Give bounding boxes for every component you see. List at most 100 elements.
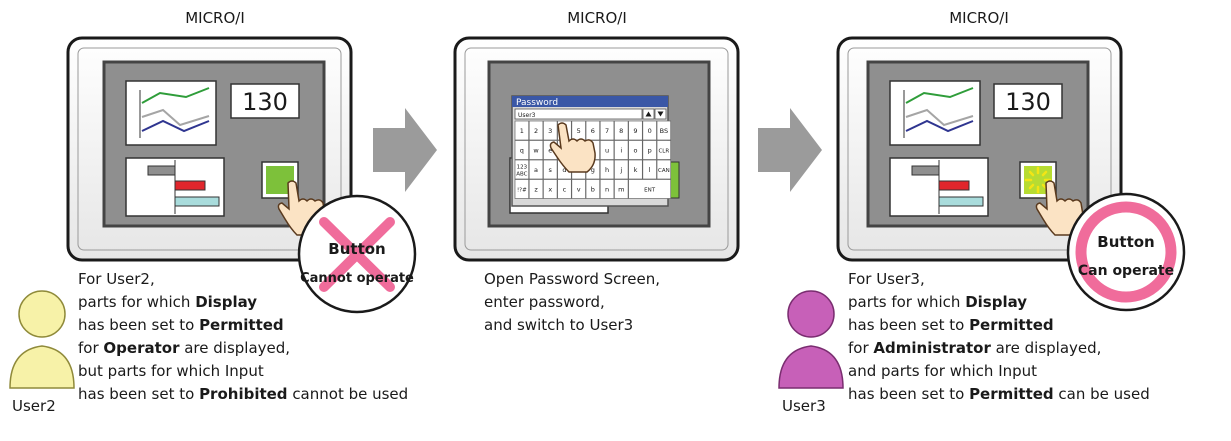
badge-line2-3: Can operate: [1078, 263, 1174, 279]
desc1-line5: but parts for which Input: [78, 362, 264, 380]
dialog-title-bar: [512, 96, 668, 107]
status-badge-1: Button Cannot operate: [297, 194, 417, 314]
user-field-value: User3: [518, 112, 536, 119]
key-w[interactable]: w: [528, 140, 544, 160]
key-l[interactable]: l: [642, 159, 657, 180]
key-label: d: [562, 166, 566, 174]
key-BS[interactable]: BS: [656, 120, 672, 141]
key-CAN[interactable]: CAN: [656, 159, 672, 180]
desc2-line2: enter password,: [484, 293, 605, 311]
badge-line2-1: Cannot operate: [300, 271, 414, 286]
key-3[interactable]: 3: [543, 120, 558, 141]
key-6[interactable]: 6: [585, 120, 601, 141]
key-z[interactable]: z: [528, 179, 544, 199]
desc1-line1: For User2,: [78, 270, 155, 288]
user3-label: User3: [782, 397, 826, 415]
key-s[interactable]: s: [543, 159, 558, 180]
key-7[interactable]: 7: [599, 120, 615, 141]
device-inner-frame-1: [77, 47, 342, 251]
key-label: b: [591, 186, 595, 194]
key-label: 8: [619, 127, 623, 135]
device-panel-2: MICRO/I Password User3 1234567890BSqwert…: [453, 9, 740, 262]
arrow-right-icon-2: [758, 108, 822, 192]
chart-series-green-1: [141, 87, 210, 104]
desc3-line4: for Administrator are displayed,: [848, 339, 1102, 357]
key-n[interactable]: n: [599, 179, 615, 199]
key-label: g: [591, 166, 595, 174]
hand-pointer-icon-2: [549, 122, 596, 173]
key-b[interactable]: b: [585, 179, 601, 199]
key-label: 1: [520, 127, 524, 135]
description-user3: For User3, parts for which Display has b…: [848, 268, 1150, 406]
arrow-right-icon-1: [373, 108, 437, 192]
key-label: 7: [605, 127, 609, 135]
key-ENT[interactable]: ENT: [628, 179, 672, 199]
key-CLR[interactable]: CLR: [656, 140, 672, 160]
key-label: u: [605, 147, 609, 155]
key-label: ABC: [516, 172, 527, 178]
key-i[interactable]: i: [614, 140, 629, 160]
triangle-down-icon: [657, 111, 664, 117]
key-1[interactable]: 1: [514, 120, 530, 141]
key-label: i: [620, 147, 622, 155]
key-8[interactable]: 8: [614, 120, 629, 141]
desc2-line1: Open Password Screen,: [484, 270, 661, 288]
key-p[interactable]: p: [642, 140, 657, 160]
key-o[interactable]: o: [628, 140, 643, 160]
bar-cyan-1: [174, 196, 220, 207]
triangle-up-icon: [645, 111, 652, 117]
key-x[interactable]: x: [543, 179, 558, 199]
key-v[interactable]: v: [571, 179, 586, 199]
key-label: 6: [591, 127, 595, 135]
key-k[interactable]: k: [628, 159, 643, 180]
badge-line1-1: Button: [328, 240, 385, 258]
device-label-3: MICRO/I: [949, 9, 1009, 27]
device-inner-frame-3: [847, 47, 1112, 251]
key-label: c: [563, 186, 567, 194]
key-label: q: [520, 147, 524, 155]
key-label: o: [633, 147, 637, 155]
dialog-title: Password: [516, 98, 558, 108]
key-label: ENT: [644, 188, 656, 194]
key-j[interactable]: j: [614, 159, 629, 180]
chart-series-blue-1: [141, 119, 210, 133]
key-0[interactable]: 0: [642, 120, 657, 141]
device-label-2: MICRO/I: [567, 9, 627, 27]
key-label: j: [619, 166, 622, 174]
key-label: s: [549, 166, 553, 174]
key-label: n: [605, 186, 609, 194]
key-9[interactable]: 9: [628, 120, 643, 141]
desc3-line5: and parts for which Input: [848, 362, 1038, 380]
bar-gray-3: [911, 165, 940, 176]
key-a[interactable]: a: [528, 159, 544, 180]
chart-series-green-3: [905, 87, 974, 104]
key-label: h: [605, 166, 609, 174]
key-label: 5: [577, 127, 581, 135]
device-panel-1: MICRO/I 130 Button Cannot opera: [66, 9, 417, 314]
key-label: 2: [534, 127, 538, 135]
key-q[interactable]: q: [514, 140, 530, 160]
key-c[interactable]: c: [557, 179, 572, 199]
key-h[interactable]: h: [599, 159, 615, 180]
key-label: z: [534, 186, 538, 194]
bar-red-3: [938, 180, 970, 191]
key-label: k: [634, 166, 638, 174]
desc1-line2: parts for which Display: [78, 293, 258, 311]
key-m[interactable]: m: [614, 179, 629, 199]
device-label-1: MICRO/I: [185, 9, 245, 27]
key-label: v: [577, 186, 581, 194]
key-5[interactable]: 5: [571, 120, 586, 141]
numeric-value-3: 130: [1005, 88, 1051, 116]
key-label: m: [618, 186, 624, 194]
key-u[interactable]: u: [599, 140, 615, 160]
user2-label: User2: [12, 397, 56, 415]
key-2[interactable]: 2: [528, 120, 544, 141]
chart-series-gray-3: [905, 108, 974, 127]
desc1-line4: for Operator are displayed,: [78, 339, 291, 357]
key-label: 0: [648, 127, 652, 135]
key-sym[interactable]: !?#: [514, 179, 530, 199]
numeric-display-1: [230, 83, 300, 119]
desc3-line1: For User3,: [848, 270, 925, 288]
desc1-line3: has been set to Permitted: [78, 316, 284, 334]
